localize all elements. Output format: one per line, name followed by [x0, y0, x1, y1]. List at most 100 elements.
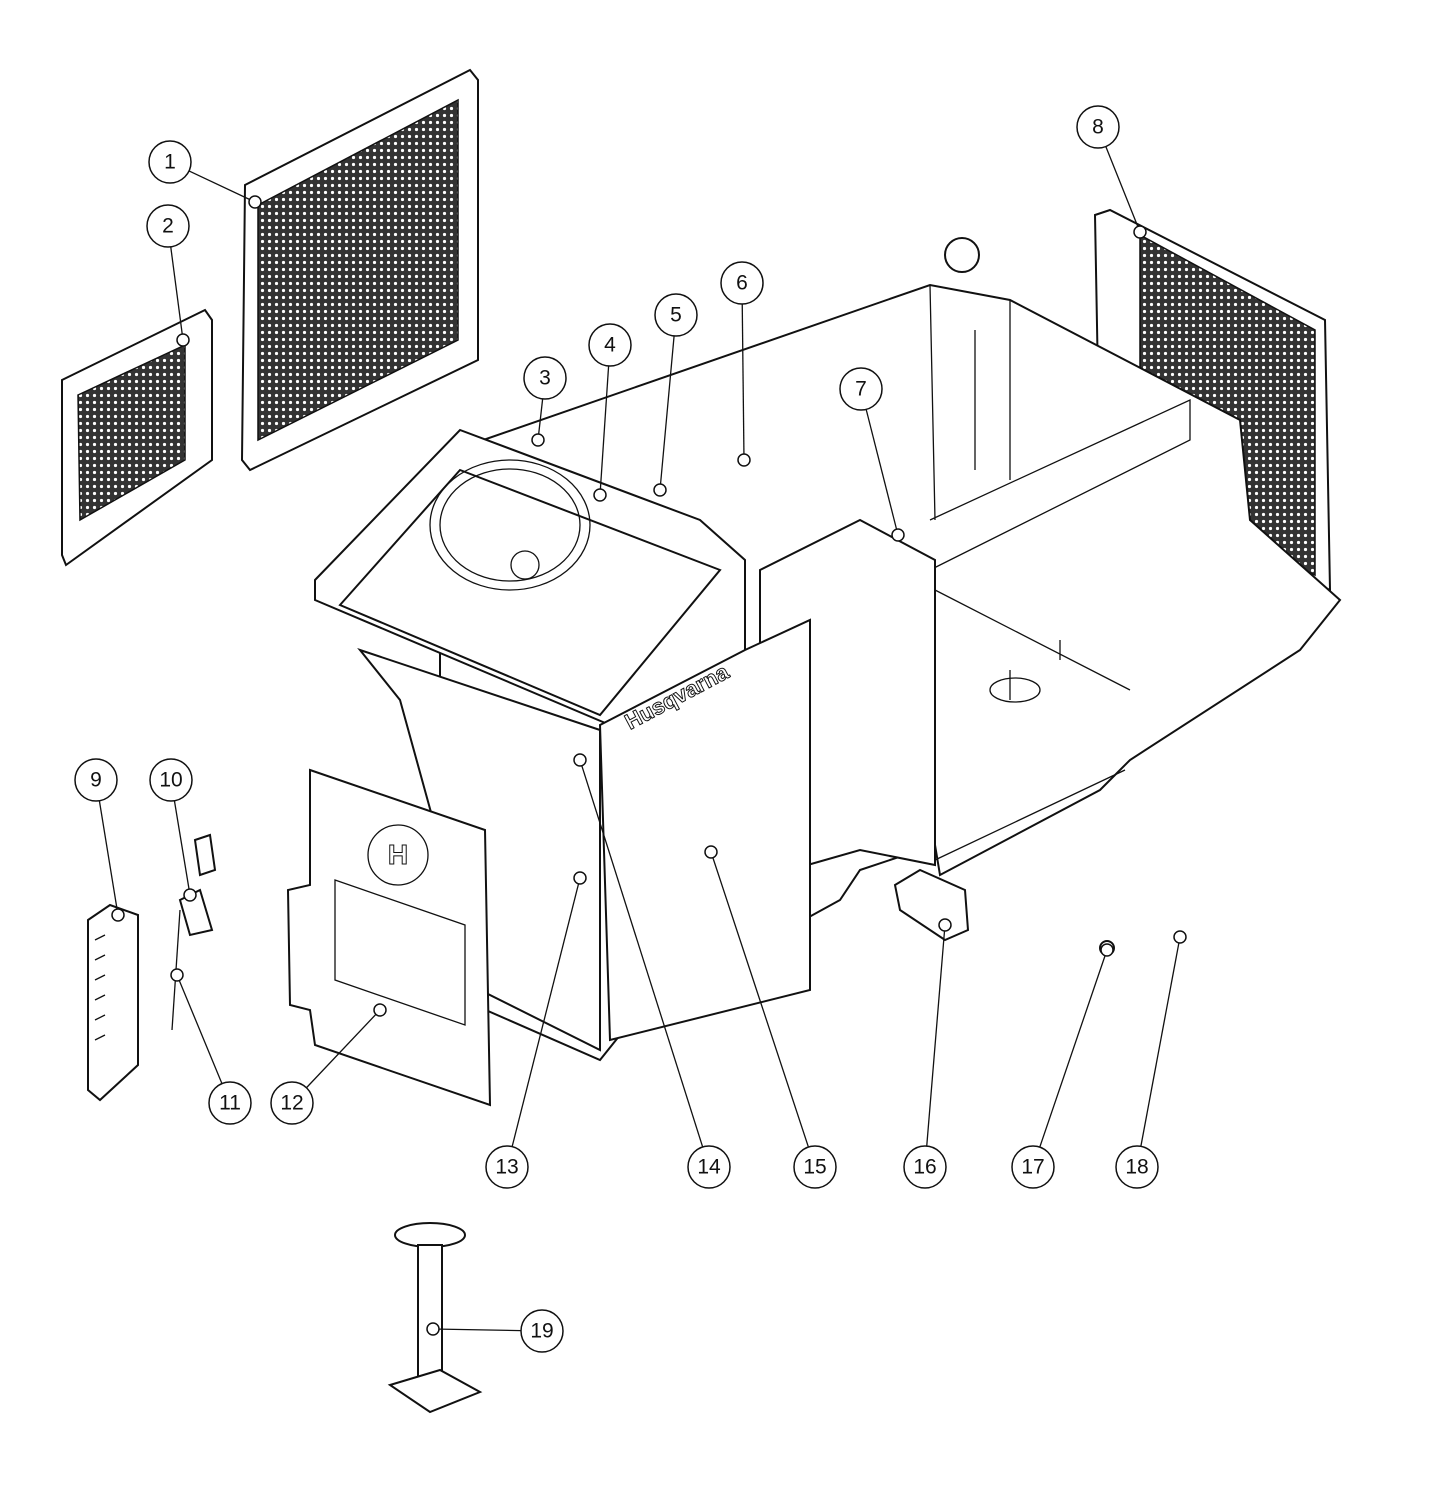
leader-dot [573, 753, 587, 767]
callout-circle [148, 140, 192, 184]
callout-label: 9 [90, 769, 102, 792]
callout-label: 18 [1125, 1156, 1148, 1179]
callout-11: 11 [170, 968, 252, 1125]
callout-circle [793, 1145, 837, 1189]
leader-dot [1173, 930, 1187, 944]
callout-circle [839, 367, 883, 411]
callout-circle [520, 1309, 564, 1353]
leader-line [1105, 146, 1141, 233]
leader-line [1039, 949, 1108, 1148]
leader-line [188, 170, 256, 203]
leader-line [1140, 936, 1181, 1147]
leader-dot [573, 871, 587, 885]
support-post [387, 1222, 483, 1414]
callout-label: 4 [604, 334, 616, 357]
callout-label: 7 [855, 378, 867, 401]
callout-18: 18 [1115, 930, 1187, 1189]
grille-panel-large [240, 68, 479, 472]
callout-3: 3 [523, 356, 567, 447]
bracket [87, 903, 139, 1102]
leader-dot [373, 1003, 387, 1017]
front-cover-panel: H [286, 768, 492, 1107]
callout-circle [208, 1081, 252, 1125]
leader-dot [938, 918, 952, 932]
callout-label: 17 [1021, 1156, 1044, 1179]
lever-assembly [171, 833, 217, 1031]
callout-13: 13 [485, 871, 587, 1189]
leader-dot [248, 195, 262, 209]
callout-circle [1115, 1145, 1159, 1189]
leader-dot [1100, 943, 1114, 957]
callout-17: 17 [1011, 943, 1114, 1189]
leader-dot [737, 453, 751, 467]
callout-10: 10 [149, 758, 197, 902]
callout-2: 2 [146, 204, 190, 347]
callout-circle [588, 323, 632, 367]
leader-dot [1133, 225, 1147, 239]
leader-line [432, 1328, 522, 1332]
husqvarna-h-emblem: H [388, 839, 408, 870]
leader-dot [183, 888, 197, 902]
leader-line [537, 398, 544, 441]
callout-label: 19 [530, 1320, 553, 1343]
leader-line [741, 303, 745, 461]
leader-dot [593, 488, 607, 502]
callout-circle [903, 1145, 947, 1189]
callout-label: 10 [159, 769, 182, 792]
callout-label: 6 [736, 272, 748, 295]
leader-line [579, 759, 704, 1148]
callout-15: 15 [704, 845, 837, 1189]
callout-label: 3 [539, 367, 551, 390]
leader-dot [531, 433, 545, 447]
callout-circle [654, 293, 698, 337]
callout-8: 8 [1076, 105, 1147, 239]
leader-dot [176, 333, 190, 347]
callout-circle [74, 758, 118, 802]
callout-14: 14 [573, 753, 731, 1189]
callout-circle [270, 1081, 314, 1125]
callout-19: 19 [426, 1309, 564, 1353]
callout-circle [146, 204, 190, 248]
callout-4: 4 [588, 323, 632, 502]
leader-line [926, 924, 946, 1147]
callout-circle [687, 1145, 731, 1189]
callout-circle [523, 356, 567, 400]
leader-line [176, 974, 223, 1084]
leader-line [98, 800, 119, 916]
callout-label: 14 [697, 1156, 721, 1179]
leader-line [865, 409, 899, 536]
leader-line [173, 800, 191, 896]
switch-block [893, 868, 970, 942]
callout-label: 8 [1092, 116, 1104, 139]
leader-line [305, 1009, 381, 1089]
callout-label: 13 [495, 1156, 518, 1179]
leader-line [659, 335, 675, 491]
leader-dot [653, 483, 667, 497]
leader-line [511, 877, 581, 1147]
callout-circle [1076, 105, 1120, 149]
callout-label: 11 [219, 1092, 241, 1115]
operator-console: Husqvarna [314, 428, 811, 1052]
callout-label: 5 [670, 304, 682, 327]
leader-line [170, 246, 184, 341]
callout-label: 15 [803, 1156, 826, 1179]
callout-label: 16 [913, 1156, 936, 1179]
grille-panel-small [61, 308, 213, 567]
callout-label: 1 [164, 151, 176, 174]
leader-line [710, 851, 810, 1148]
callout-circle [1011, 1145, 1055, 1189]
leader-dot [111, 908, 125, 922]
leader-line [599, 365, 610, 496]
callout-5: 5 [653, 293, 698, 497]
callout-label: 12 [280, 1092, 303, 1115]
callout-circle [720, 261, 764, 305]
leader-dot [170, 968, 184, 982]
callout-1: 1 [148, 140, 262, 209]
callout-16: 16 [903, 918, 952, 1189]
callout-7: 7 [839, 367, 905, 542]
callout-6: 6 [720, 261, 764, 467]
callout-label: 2 [162, 215, 174, 238]
callout-12: 12 [270, 1003, 387, 1125]
